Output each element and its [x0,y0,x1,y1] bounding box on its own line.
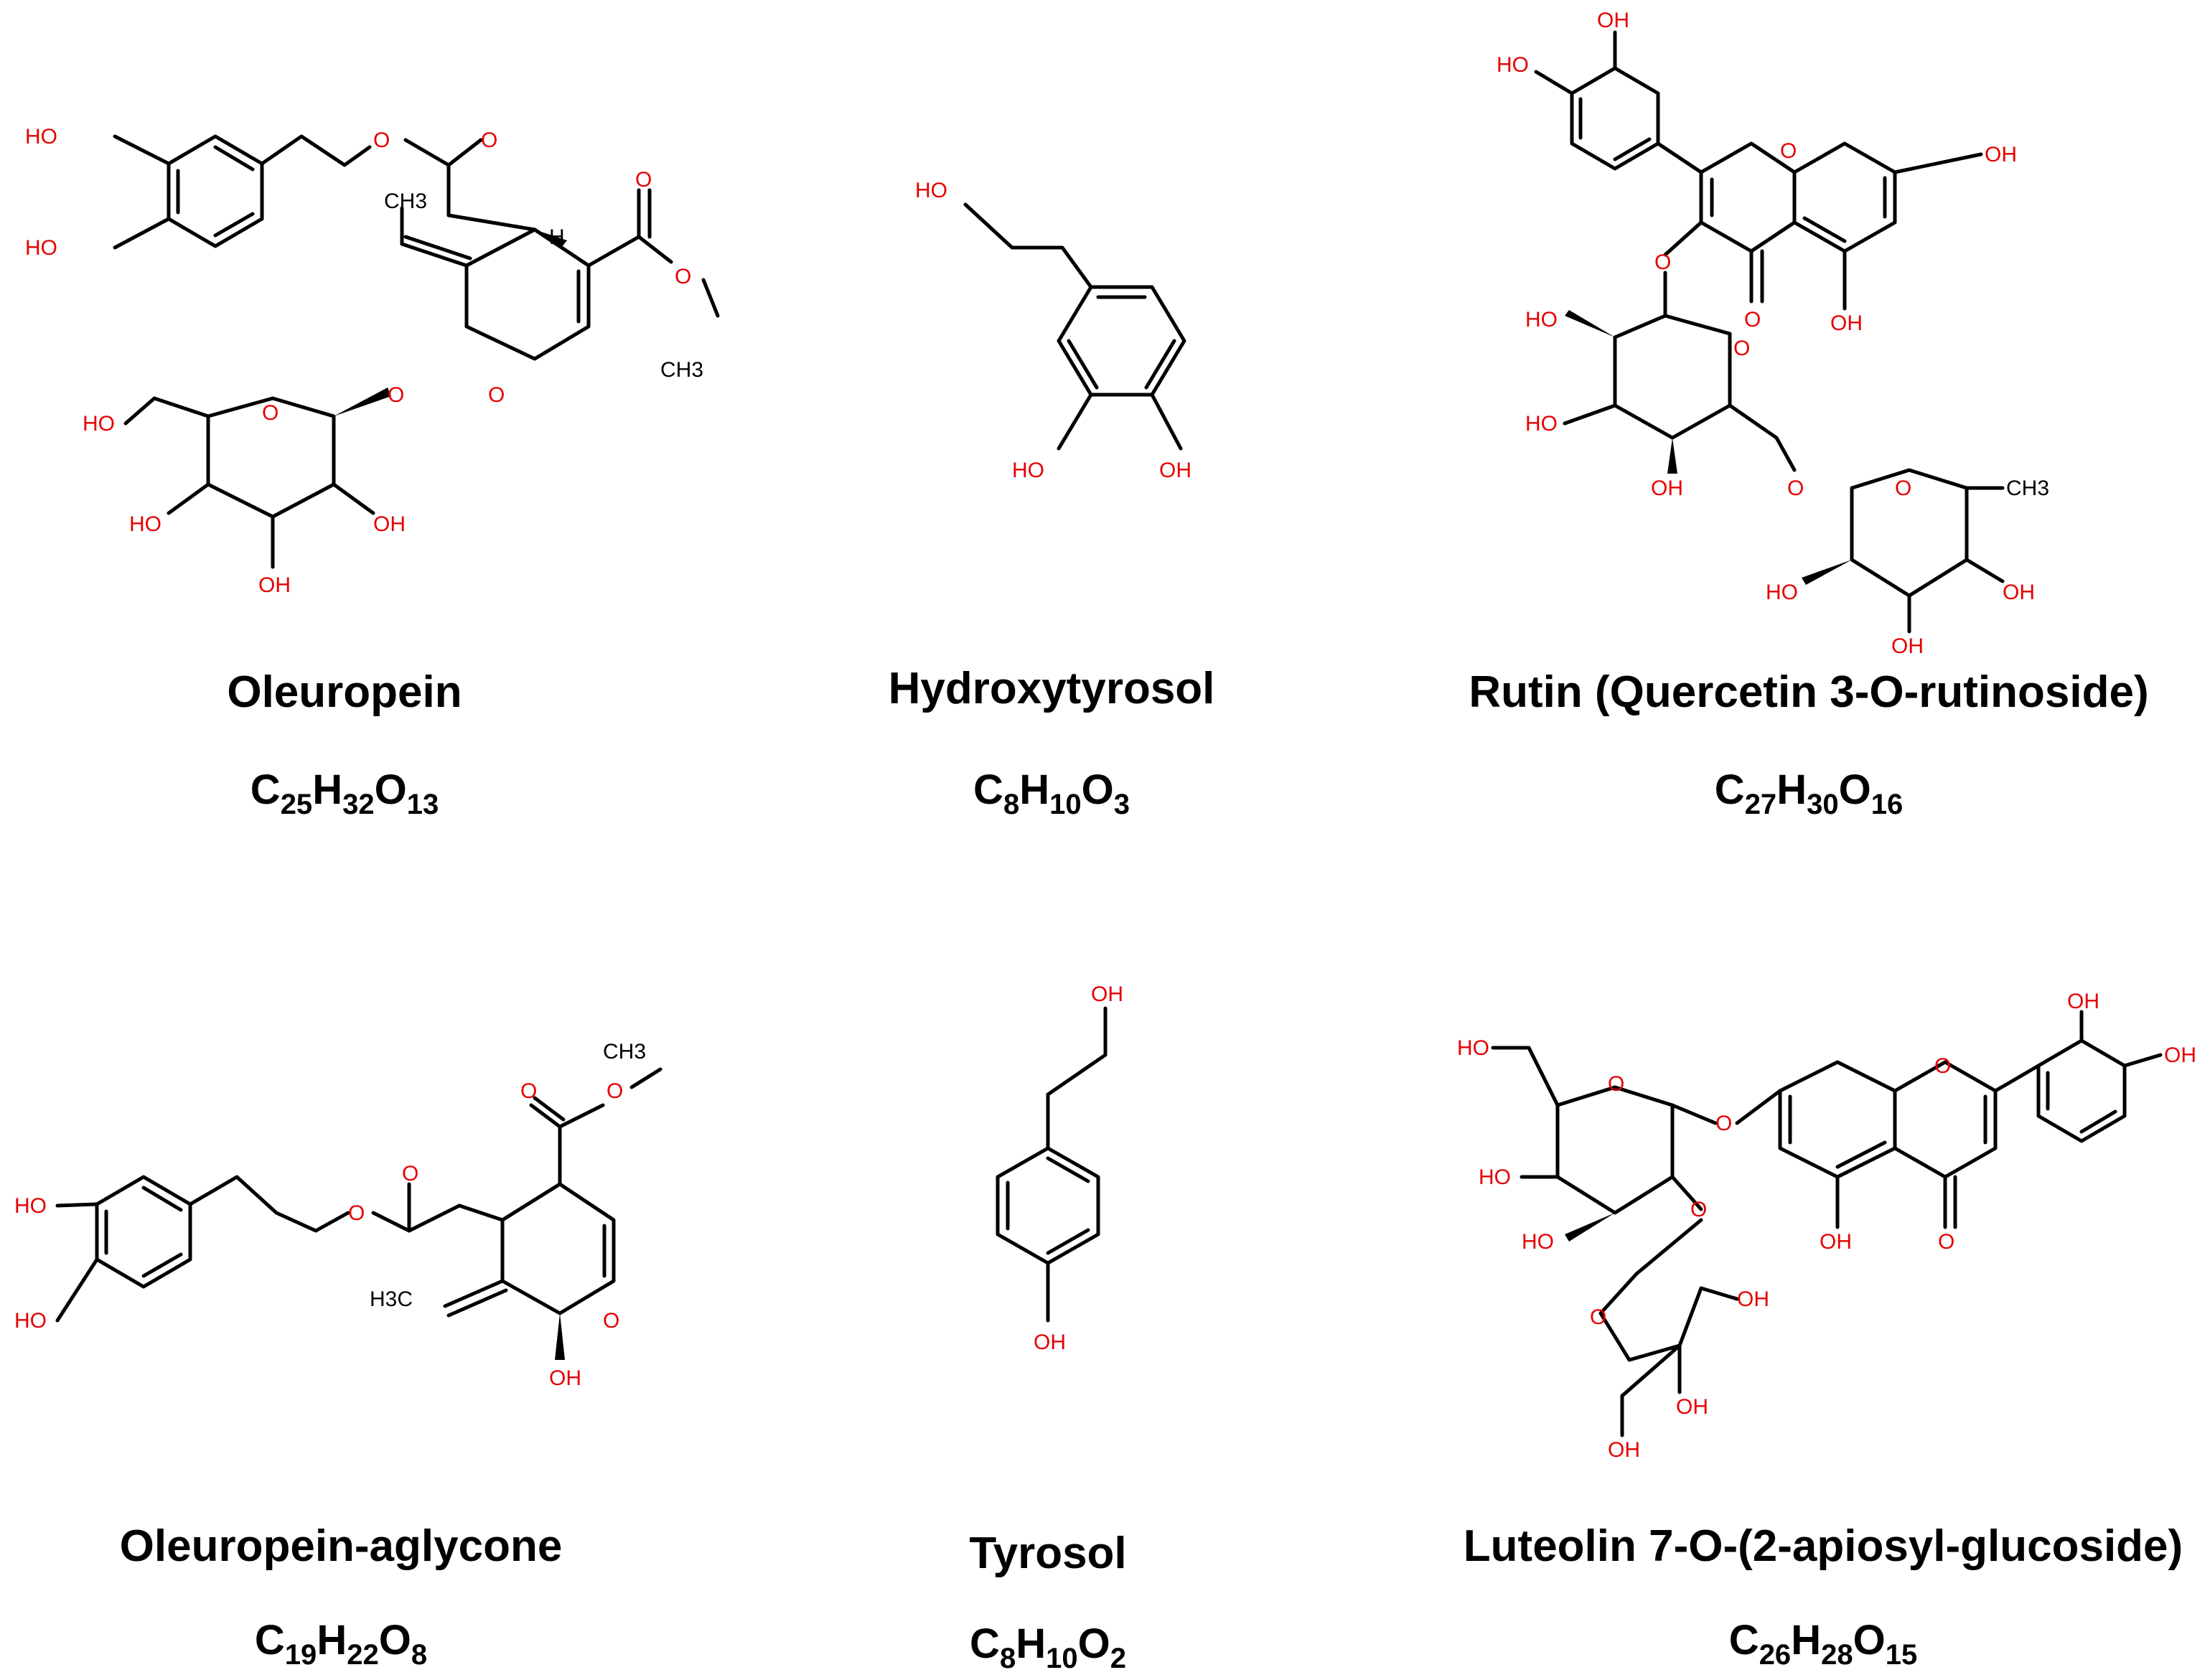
oh-label: OH [1159,459,1191,482]
oh-label: HO [83,412,115,436]
o-label: O [1690,1198,1707,1221]
o-label: O [1608,1072,1624,1096]
o-label: O [488,383,505,407]
o-label: O [1715,1112,1732,1135]
o-label: O [1744,308,1761,332]
compound-name: Oleuropein-aglycone [120,1521,563,1571]
oh-label: HO [1522,1230,1554,1254]
oh-label: HO [1012,459,1044,482]
compound-name: Hydroxytyrosol [889,664,1215,713]
oh-label: OH [1597,9,1629,32]
oh-label: OH [2003,581,2035,604]
o-label: O [1787,477,1804,500]
oh-label: OH [258,573,291,597]
oh-label: OH [1034,1331,1066,1354]
h-label: H [549,225,565,249]
methyl-label: CH3 [660,358,703,382]
compound-name: Rutin (Quercetin 3-O-rutinoside) [1469,667,2148,717]
tyrosol-structure: OH OH [996,982,1123,1354]
oh-label: OH [1608,1438,1640,1462]
methyl-label: H3C [370,1287,413,1311]
oh-label: HO [14,1309,47,1333]
o-label: O [1590,1305,1606,1329]
oh-label: OH [1091,982,1123,1006]
oh-label: HO [25,236,57,260]
oh-label: OH [1985,143,2017,166]
oh-label: OH [1891,634,1924,658]
o-label: O [675,265,691,288]
compound-name: Tyrosol [969,1529,1126,1578]
compound-name: Luteolin 7-O-(2-apiosyl-glucoside) [1464,1521,2183,1571]
o-label: O [262,401,278,425]
o-label: O [481,128,497,152]
compound-formula: C8H10O2 [970,1620,1126,1674]
o-label: O [635,168,652,192]
oh-label: HO [14,1194,47,1218]
compound-formula: C25H32O13 [251,766,439,820]
o-label: O [348,1201,365,1225]
oh-label: HO [1479,1165,1511,1189]
compound-name: Oleuropein [227,667,462,717]
oh-label: OH [373,512,406,536]
oh-label: HO [1457,1036,1489,1060]
o-label: O [603,1309,619,1333]
oleuropein-aglycone-structure: HO HO O O O O CH3 O H3C OH [14,1040,662,1390]
o-label: O [1733,337,1750,360]
o-label: O [402,1162,418,1186]
o-label: O [1654,250,1671,274]
o-label: O [607,1079,623,1103]
oh-label: HO [1766,581,1798,604]
luteolin-apiosyl-glucoside-structure: HO O HO HO O O O OH OH OH O O OH OH OH [1457,990,2196,1462]
oleuropein-structure: HO HO O O O O O O O H CH3 CH3 HO HO OH O… [25,125,720,597]
o-label: O [1938,1230,1954,1254]
oh-label: OH [1830,311,1863,335]
methyl-label: CH3 [603,1040,646,1064]
oh-label: OH [1676,1395,1708,1419]
compound-formula: C27H30O16 [1715,766,1903,820]
oh-label: HO [915,179,947,202]
oh-label: OH [1820,1230,1852,1254]
compound-formula: C8H10O3 [973,766,1130,820]
oh-label: HO [1525,412,1558,436]
o-label: O [1934,1054,1951,1078]
oh-label: OH [549,1366,581,1390]
oh-label: HO [1525,308,1558,332]
oh-label: OH [1737,1287,1769,1311]
oh-label: OH [2067,990,2099,1013]
methyl-label: CH3 [384,189,427,213]
oh-label: HO [1497,53,1529,77]
o-label: O [1780,139,1797,163]
hydroxytyrosol-structure: HO HO OH [915,179,1191,482]
compound-formula: C26H28O15 [1729,1617,1917,1671]
methyl-label: CH3 [2006,477,2049,500]
o-label: O [388,383,404,407]
oh-label: HO [25,125,57,149]
rutin-structure: OH HO O OH O OH O O HO HO OH O O CH3 HO … [1497,9,2049,658]
oh-label: OH [1651,477,1683,500]
oh-label: OH [2164,1043,2196,1067]
compound-formula: C19H22O8 [255,1617,427,1671]
o-label: O [520,1079,537,1103]
o-label: O [373,128,390,152]
oh-label: HO [129,512,161,536]
o-label: O [1895,477,1911,500]
